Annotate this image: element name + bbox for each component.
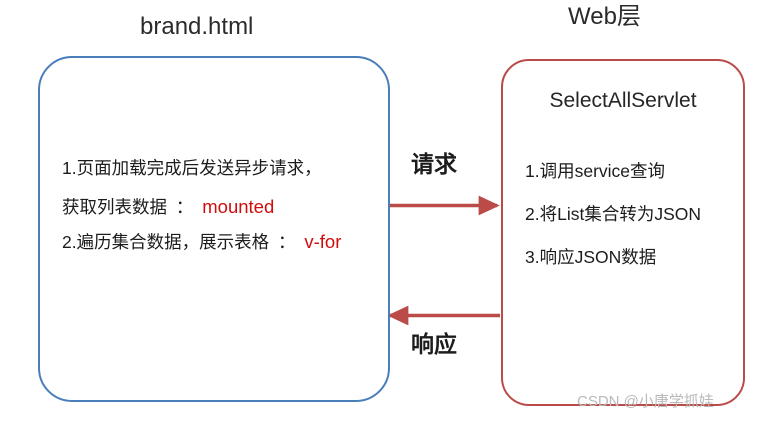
client-step-1-continuation: 获取列表数据 ： mounted xyxy=(62,196,382,218)
web-panel-box: SelectAllServlet 1.调用service查询 2.将List集合… xyxy=(501,59,745,406)
web-panel-title: Web层 xyxy=(568,3,641,30)
servlet-step-3: 3.响应JSON数据 xyxy=(525,247,657,267)
client-step-1-separator: ： xyxy=(175,197,194,217)
client-step-2-separator: ： xyxy=(277,232,296,252)
client-step-1-text: 1.页面加载完成后发送异步请求， xyxy=(62,158,322,178)
servlet-class-name: SelectAllServlet xyxy=(549,89,697,112)
arrow-request-label: 请求 xyxy=(411,151,457,177)
client-step-1-keyword: mounted xyxy=(202,196,275,217)
web-panel-content: 1.调用service查询 2.将List集合转为JSON 3.响应JSON数据 xyxy=(525,161,739,290)
client-panel-content: 1.页面加载完成后发送异步请求， 获取列表数据 ： mounted 2.遍历集合… xyxy=(62,158,382,270)
client-step-2-text: 2.遍历集合数据，展示表格 xyxy=(62,232,270,252)
servlet-step-1: 1.调用service查询 xyxy=(525,161,666,181)
client-panel-title: brand.html xyxy=(140,13,254,40)
client-step-2: 2.遍历集合数据，展示表格 ： v-for xyxy=(62,231,382,253)
arrow-response-label: 响应 xyxy=(411,331,457,357)
client-panel-box: 1.页面加载完成后发送异步请求， 获取列表数据 ： mounted 2.遍历集合… xyxy=(38,56,390,402)
client-step-1: 1.页面加载完成后发送异步请求， xyxy=(62,158,382,179)
client-step-2-keyword: v-for xyxy=(304,231,342,252)
servlet-step-2: 2.将List集合转为JSON xyxy=(525,204,701,224)
client-step-1-continuation-text: 获取列表数据 xyxy=(62,197,167,217)
